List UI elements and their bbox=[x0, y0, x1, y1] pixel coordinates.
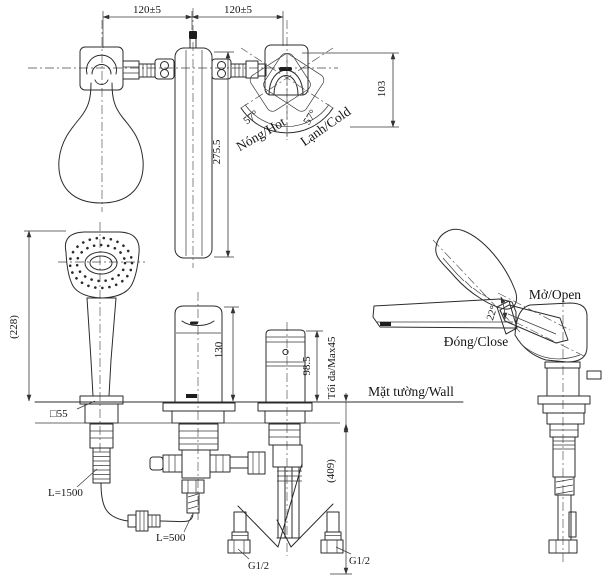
label-thread-left: G1/2 bbox=[248, 561, 269, 572]
dim-span-right: 120±5 bbox=[224, 4, 253, 16]
dim-deck-max: Tối đa/Max45 bbox=[326, 336, 338, 399]
plan-connector-left bbox=[122, 58, 175, 80]
dim-span-left: 120±5 bbox=[133, 4, 162, 16]
front-valve-mount bbox=[237, 402, 334, 548]
front-shower-head bbox=[64, 231, 140, 299]
label-hose-long: L=1500 bbox=[48, 487, 83, 499]
label-thread-right: G1/2 bbox=[349, 556, 370, 567]
dim-spout-body: 130 bbox=[213, 341, 225, 358]
plan-connector-right bbox=[211, 58, 267, 80]
label-close: Đóng/Close bbox=[444, 334, 509, 349]
dim-valve-body: 98.5 bbox=[301, 356, 313, 376]
side-mixer-mount bbox=[537, 395, 591, 554]
label-open: Mở/Open bbox=[529, 287, 581, 302]
dim-spout-column: 275.5 bbox=[211, 139, 223, 164]
front-shower-handle bbox=[86, 297, 117, 397]
side-view bbox=[372, 228, 602, 562]
side-mixer-body bbox=[514, 302, 602, 397]
label-hot: Nóng/Hot bbox=[234, 114, 288, 154]
front-view bbox=[34, 222, 464, 556]
dim-shower-height: (228) bbox=[8, 315, 20, 339]
dim-handle-reach: 103 bbox=[376, 80, 388, 97]
side-lever bbox=[497, 292, 587, 358]
hose-connector bbox=[127, 510, 194, 532]
label-wall: Mặt tường/Wall bbox=[368, 384, 454, 399]
dimension-lines bbox=[24, 11, 399, 575]
label-cold: Lạnh/Cold bbox=[297, 103, 353, 149]
supply-check-valve-right bbox=[320, 511, 344, 554]
plan-spout bbox=[174, 31, 213, 259]
front-spout-body bbox=[174, 305, 223, 403]
plan-handle bbox=[240, 44, 334, 140]
front-shower-mount bbox=[79, 395, 129, 522]
label-hose-short: L=500 bbox=[156, 532, 186, 544]
label-escutcheon: □55 bbox=[50, 408, 68, 420]
angle-open: 22° bbox=[485, 305, 500, 322]
dim-under-deck: (409) bbox=[325, 459, 337, 483]
front-spout-mount bbox=[149, 402, 266, 514]
supply-check-valve-left bbox=[227, 511, 251, 554]
annotations: 120±5 120±5 275.5 103 57° 57° Nóng/Hot L… bbox=[8, 4, 581, 572]
plan-view bbox=[28, 8, 338, 268]
plan-shower-body bbox=[58, 82, 144, 204]
front-valve-body bbox=[265, 329, 306, 403]
